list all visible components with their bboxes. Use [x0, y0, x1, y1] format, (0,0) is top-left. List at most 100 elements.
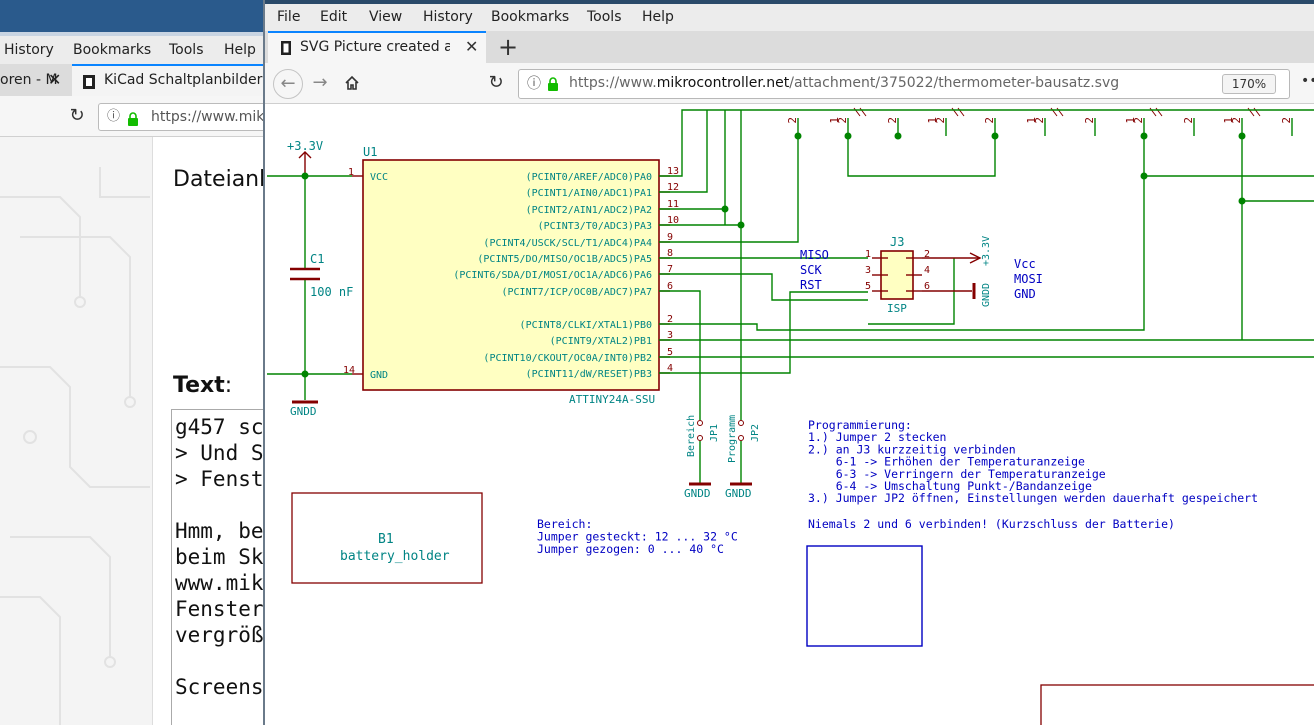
- menu-tools[interactable]: Tools: [587, 9, 622, 25]
- isp-vcc-label: Vcc: [1014, 257, 1036, 271]
- junction: [301, 370, 309, 378]
- bg-tab-1-label: oren - M: [0, 72, 58, 88]
- message-line: www.mik: [175, 571, 264, 595]
- new-tab-button[interactable]: +: [498, 33, 519, 61]
- reload-icon[interactable]: ↻: [69, 105, 85, 126]
- message-line: Fenster: [175, 597, 264, 621]
- warning-note: Niemals 2 und 6 verbinden! (Kurzschluss …: [808, 517, 1175, 531]
- url-bar[interactable]: ⓘ https://www.mikrocontroller.net/attach…: [518, 69, 1290, 99]
- u1-pin-number: 13: [667, 166, 679, 177]
- jp2-ref: JP2: [750, 424, 761, 442]
- info-icon[interactable]: ⓘ: [527, 76, 541, 92]
- forward-icon[interactable]: →: [312, 72, 328, 93]
- b1-ref: B1: [378, 532, 394, 547]
- menu-help[interactable]: Help: [642, 9, 674, 25]
- u1-pin-number: 6: [667, 281, 673, 292]
- u1-pin-number: 3: [667, 330, 673, 341]
- placeholder-box: [806, 545, 923, 647]
- junctions: [721, 132, 1246, 229]
- fg-title-bar: [265, 0, 1314, 4]
- isp-mosi-label: MOSI: [1014, 272, 1043, 286]
- led-pin-label-alt: 1: [1222, 117, 1235, 124]
- j3-pin-2: 2: [924, 249, 930, 260]
- u1-pin-number: 12: [667, 182, 679, 193]
- back-icon[interactable]: ←: [273, 69, 303, 99]
- bg-url-text: https://www.mikro: [151, 109, 265, 125]
- u1-pin-number: 9: [667, 232, 673, 243]
- menu-bookmarks[interactable]: Bookmarks: [491, 9, 570, 25]
- bereich-note: Bereich:Jumper gesteckt: 12 ... 32 °CJum…: [537, 517, 738, 556]
- menu-view[interactable]: View: [369, 9, 403, 25]
- message-line: vergröß: [175, 623, 264, 647]
- reload-icon[interactable]: ↻: [488, 72, 504, 93]
- zoom-indicator[interactable]: 170%: [1222, 74, 1276, 94]
- text-heading-colon: :: [224, 373, 233, 398]
- led-pin-label: 2: [1182, 117, 1195, 124]
- programming-line: 3.) Jumper JP2 öffnen, Einstellungen wer…: [808, 491, 1258, 505]
- bg-menu-tools[interactable]: Tools: [169, 42, 204, 58]
- connector-j3: J3 ISP 1 2 3 4 5 6 +3.3V GNDD: [865, 235, 992, 315]
- message-line: > Und S: [175, 441, 264, 465]
- bg-menu-history[interactable]: History: [4, 42, 54, 58]
- led-pin-label-alt: 1: [1025, 117, 1038, 124]
- kicad-favicon-icon: [82, 72, 96, 89]
- title-block-corner: [1040, 684, 1314, 725]
- u1-pin-num-vcc: 1: [348, 167, 354, 178]
- bg-tab-1[interactable]: oren - M ✕: [0, 64, 70, 96]
- j3-ref: J3: [890, 235, 904, 249]
- programming-line: 6-4 -> Umschaltung Punkt-/Bandanzeige: [808, 479, 1092, 493]
- bg-url-bar[interactable]: ⓘ https://www.mikro: [98, 103, 265, 131]
- bg-menu-bookmarks[interactable]: Bookmarks: [73, 42, 152, 58]
- bg-navbar: ↻ ⓘ https://www.mikro: [0, 96, 265, 137]
- led-arrows: [853, 107, 867, 117]
- j3-pin-5: 5: [865, 281, 871, 292]
- close-icon[interactable]: ✕: [465, 37, 479, 56]
- led-arrows: [1247, 107, 1261, 117]
- u1-pin-name: (PCINT1/AIN0/ADC1)PA1: [526, 188, 652, 199]
- u1-pin-number: 8: [667, 248, 673, 259]
- led-arrows: [1050, 107, 1064, 117]
- b1-value: battery_holder: [340, 549, 450, 564]
- bereich-line: Jumper gesteckt: 12 ... 32 °C: [537, 530, 738, 544]
- led-arrows: [951, 107, 965, 117]
- info-icon[interactable]: ⓘ: [107, 109, 121, 124]
- tab-label: SVG Picture created as th: [300, 39, 450, 55]
- u1-value: ATTINY24A-SSU: [569, 393, 655, 406]
- fg-tabbar: SVG Picture created as th ✕ +: [265, 31, 1314, 63]
- led-pin-label-alt: 1: [926, 117, 939, 124]
- url-prefix: https://www.: [569, 75, 657, 91]
- u1-pin-name: (PCINT4/USCK/SCL/T1/ADC4)PA4: [483, 238, 652, 249]
- led-pin-label-alt: 1: [828, 117, 841, 124]
- lock-icon: [547, 76, 559, 95]
- home-icon[interactable]: [339, 70, 365, 96]
- u1-pin-num-gnd: 14: [343, 365, 355, 376]
- jp2-gnd-label: GNDD: [725, 487, 752, 500]
- page-actions-button[interactable]: •••: [1301, 73, 1314, 89]
- bg-tabbar: oren - M ✕ KiCad Schaltplanbilder fu: [0, 64, 265, 96]
- bg-menu-help[interactable]: Help: [224, 42, 256, 58]
- u1-pin-name: (PCINT0/AREF/ADC0)PA0: [526, 172, 652, 183]
- bg-tab-2[interactable]: KiCad Schaltplanbilder fu: [72, 64, 265, 96]
- menu-history[interactable]: History: [423, 9, 473, 25]
- tab-svg-picture[interactable]: SVG Picture created as th ✕: [268, 31, 486, 63]
- c1-value: 100 nF: [310, 285, 353, 299]
- close-icon[interactable]: ✕: [48, 70, 62, 89]
- bg-tab-2-label: KiCad Schaltplanbilder fu: [104, 72, 265, 88]
- led-pin-label: 2: [886, 117, 899, 124]
- menu-file[interactable]: File: [277, 9, 301, 25]
- bg-title-bar: [0, 0, 265, 36]
- u1-pin-number: 5: [667, 347, 673, 358]
- u1-ref: U1: [363, 145, 377, 159]
- message-line: [175, 492, 264, 518]
- isp-sck-label: SCK: [800, 263, 822, 277]
- menu-edit[interactable]: Edit: [320, 9, 348, 25]
- u1-pin-gnd: GND: [370, 370, 388, 381]
- circuit-pattern-decoration: [0, 167, 150, 725]
- isp-labels: MISO SCK RST Vcc MOSI GND: [800, 248, 1043, 301]
- attachment-heading: Dateianh: [173, 167, 265, 192]
- programming-line: 6-1 -> Erhöhen der Temperaturanzeige: [808, 455, 1085, 469]
- u1-pin-number: 4: [667, 363, 673, 374]
